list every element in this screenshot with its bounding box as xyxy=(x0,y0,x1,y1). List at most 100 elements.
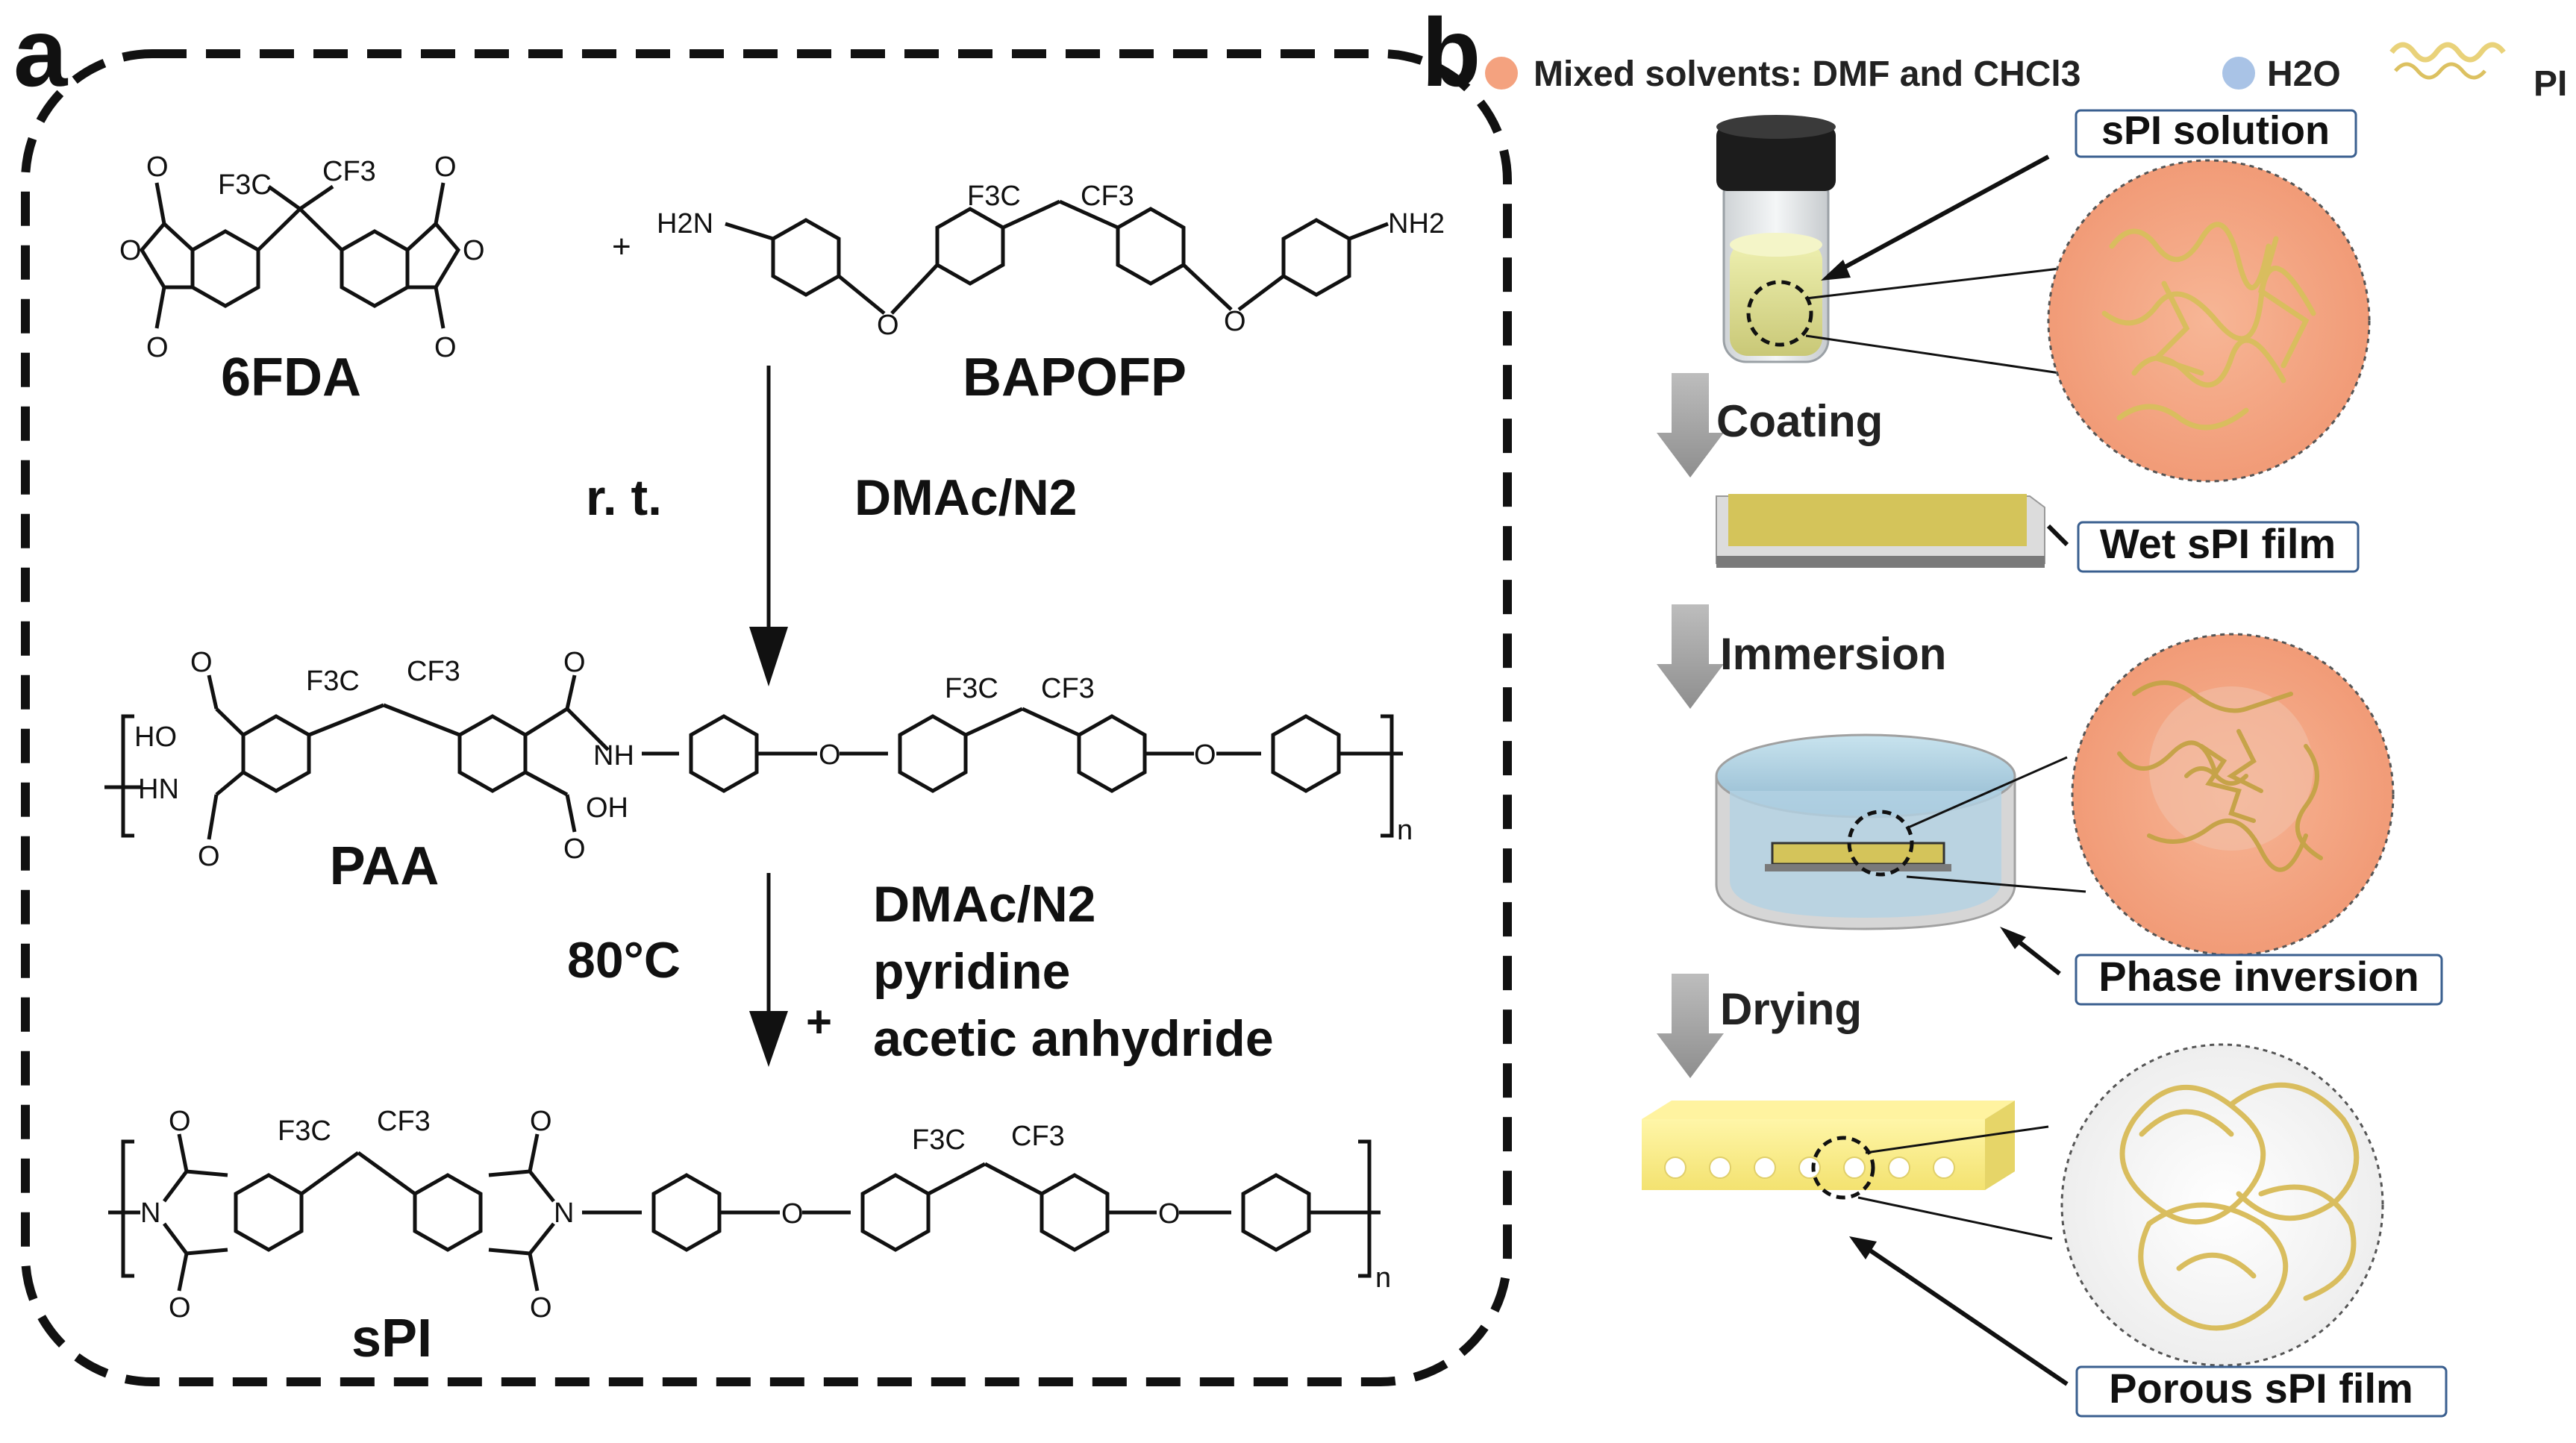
molecule-bapofp xyxy=(725,199,1389,315)
phase-core xyxy=(2149,686,2313,851)
label-box-solution xyxy=(2075,109,2357,158)
pointer-solution xyxy=(1827,154,2050,278)
imide-ring-left xyxy=(163,1169,228,1203)
bracket-left xyxy=(121,714,134,838)
cf3-group: CF3 xyxy=(1011,1121,1065,1152)
hydroxyl-oh: OH xyxy=(586,792,628,824)
amine-group: NH2 xyxy=(1388,208,1445,240)
label-porous: Porous sPI film xyxy=(2109,1365,2413,1412)
compound-name-bapofp: BAPOFP xyxy=(963,348,1187,407)
reagent-pyridine: pyridine xyxy=(873,943,1071,1000)
bond xyxy=(154,287,166,329)
atom-o: O xyxy=(119,235,142,266)
bond xyxy=(207,674,219,710)
bond xyxy=(434,287,446,329)
pi-chains-dispersed xyxy=(2101,222,2316,431)
benzene-ring xyxy=(340,229,410,308)
benzene-ring xyxy=(771,218,841,297)
arrowhead xyxy=(1849,1236,1877,1259)
cf3-group: CF3 xyxy=(407,656,460,687)
bond xyxy=(890,263,939,315)
immersed-film xyxy=(1771,842,1945,866)
bond xyxy=(565,794,577,833)
cf3-group: F3C xyxy=(306,666,360,697)
amide-hn: HN xyxy=(138,774,179,805)
ether-o: O xyxy=(1194,739,1216,771)
step-drying: Drying xyxy=(1720,984,1862,1034)
bond xyxy=(1237,275,1285,311)
panel-b: b Mixed solvents: DMF and CHCl3 H2O PI s… xyxy=(1422,0,2567,1418)
ether-o: O xyxy=(877,310,899,341)
amine-group: H2N xyxy=(657,208,713,240)
atom-o: O xyxy=(190,647,213,678)
wet-film xyxy=(1728,494,2027,546)
benzene-ring xyxy=(413,1173,483,1252)
molecule-paa xyxy=(104,674,1403,840)
legend-water: H2O xyxy=(2267,54,2341,94)
bracket-right xyxy=(1381,714,1394,838)
label-box-wet xyxy=(2077,521,2360,573)
condition-dmac-n2: DMAc/N2 xyxy=(854,469,1078,526)
vial-liquid-surface xyxy=(1730,233,1822,257)
cf3-group: CF3 xyxy=(1041,673,1095,704)
cf3-group: CF3 xyxy=(1081,181,1134,212)
pi-chains-aggregating xyxy=(2117,680,2323,872)
benzene-ring xyxy=(1116,207,1186,286)
bond xyxy=(964,707,1024,737)
bond xyxy=(1021,707,1081,737)
hydroxyl-ho: HO xyxy=(134,722,177,753)
panel-a-label: a xyxy=(13,0,69,107)
bond xyxy=(1058,199,1119,230)
bond xyxy=(984,1162,1043,1196)
amide-nh: NH xyxy=(593,740,634,771)
cf3-group: CF3 xyxy=(377,1106,431,1137)
reagent-acetic-anhydride: acetic anhydride xyxy=(873,1010,1274,1067)
pi-network xyxy=(2119,1082,2360,1331)
bar-side xyxy=(1985,1101,2015,1190)
bond xyxy=(383,703,460,737)
anhydride-ring-right xyxy=(406,221,461,289)
step-coating: Coating xyxy=(1716,396,1883,446)
benzene-ring xyxy=(457,714,528,793)
wet-film-illustration xyxy=(1716,494,2045,568)
cf3-group: F3C xyxy=(945,673,998,704)
bond xyxy=(524,770,569,797)
pores xyxy=(1664,1156,1955,1179)
arrowhead xyxy=(749,1011,788,1067)
benzene-ring xyxy=(898,714,968,793)
porous-film-illustration xyxy=(1642,1101,2015,1200)
panel-b-label: b xyxy=(1422,0,1481,107)
arrowhead xyxy=(2000,927,2026,949)
bond xyxy=(177,1253,189,1292)
benzene-ring xyxy=(935,207,1005,286)
label-phase: Phase inversion xyxy=(2098,953,2419,1000)
zoom-circle-solution xyxy=(2047,159,2371,483)
legend-solvent-dot xyxy=(1485,57,1518,90)
bond xyxy=(215,771,245,796)
bond xyxy=(357,1151,416,1196)
cf3-group: CF3 xyxy=(322,156,376,187)
substrate-base xyxy=(1716,556,2045,568)
benzene-ring xyxy=(241,714,311,793)
bond xyxy=(298,207,343,251)
bond xyxy=(177,1133,189,1172)
benzene-ring xyxy=(1077,714,1147,793)
zoom-line xyxy=(1805,267,2060,300)
immersed-substrate xyxy=(1765,864,1951,871)
bond xyxy=(837,275,886,315)
bond xyxy=(300,1151,360,1196)
bond xyxy=(257,207,301,251)
legend-mixed-solvents: Mixed solvents: DMF and CHCl3 xyxy=(1534,54,2081,94)
zoom-marker xyxy=(1847,810,1914,877)
bond xyxy=(215,707,245,736)
ether-o: O xyxy=(1158,1198,1181,1230)
benzene-ring xyxy=(1241,1173,1311,1252)
step-arrow-immersion xyxy=(1657,604,1724,709)
zoom-line xyxy=(1906,756,2068,830)
condition-rt: r. t. xyxy=(586,469,662,526)
zoom-line xyxy=(1805,334,2060,375)
imide-n: N xyxy=(554,1198,574,1229)
cf3-group: F3C xyxy=(967,181,1021,212)
benzene-ring xyxy=(1271,714,1341,793)
